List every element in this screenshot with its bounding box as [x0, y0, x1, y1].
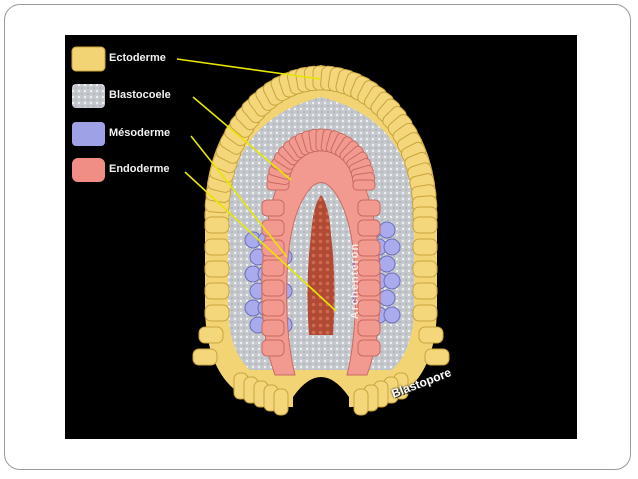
ectoderm-cell — [205, 217, 229, 233]
archenteron-label: Archentéron — [349, 243, 361, 319]
legend-label-mesoderme: Mésoderme — [109, 127, 170, 139]
ectoderm-cell — [354, 389, 368, 415]
ectoderm-cell — [205, 283, 229, 299]
legend-label-endoderme: Endoderme — [109, 163, 170, 175]
ectoderm-cell — [205, 305, 229, 321]
endoderm-cell — [358, 260, 380, 276]
mesoderm-cell — [384, 307, 400, 323]
endoderm-cell — [262, 340, 284, 356]
endoderm-cell — [358, 200, 380, 216]
legend-label-ectoderme: Ectoderme — [109, 52, 166, 64]
ectoderm-cell — [413, 261, 437, 277]
legend-label-blastocoele: Blastocoele — [109, 89, 171, 101]
endoderme-swatch — [72, 158, 105, 182]
endoderm-cell — [353, 180, 375, 190]
ectoderm-cell — [274, 389, 288, 415]
endoderm-cell — [262, 280, 284, 296]
slide-frame: Ectoderme Blastocoele Mésoderme Endoderm… — [4, 4, 631, 470]
ectoderm-cell — [193, 349, 217, 365]
endoderm-cell — [358, 320, 380, 336]
legend-swatches — [72, 47, 105, 182]
ectoderm-cell — [413, 239, 437, 255]
mesoderm-cell — [379, 256, 395, 272]
ectoderm-cell — [419, 327, 443, 343]
ectoderme-swatch — [72, 47, 105, 71]
mesoderm-cell — [379, 222, 395, 238]
mesoderm-cell — [379, 290, 395, 306]
ectoderm-cell — [413, 283, 437, 299]
ectoderm-cell — [413, 305, 437, 321]
endoderm-cell — [262, 300, 284, 316]
gastrula-diagram: Ectoderme Blastocoele Mésoderme Endoderm… — [65, 35, 577, 439]
endoderm-cell — [358, 340, 380, 356]
endoderm-cell — [358, 240, 380, 256]
mesoderme-swatch — [72, 122, 105, 146]
endoderm-cell — [358, 220, 380, 236]
blastocoele-swatch — [72, 84, 105, 108]
mesoderm-cell — [384, 239, 400, 255]
endoderm-cell — [262, 200, 284, 216]
ectoderm-cell — [205, 261, 229, 277]
endoderm-cell — [262, 220, 284, 236]
endoderm-cell — [358, 300, 380, 316]
ectoderm-cell — [413, 217, 437, 233]
endoderm-cell — [262, 320, 284, 336]
endoderm-cell — [262, 260, 284, 276]
mesoderm-cell — [384, 273, 400, 289]
endoderm-cell — [358, 280, 380, 296]
ectoderm-cell — [205, 239, 229, 255]
ectoderm-cell — [199, 327, 223, 343]
ectoderm-cell — [425, 349, 449, 365]
